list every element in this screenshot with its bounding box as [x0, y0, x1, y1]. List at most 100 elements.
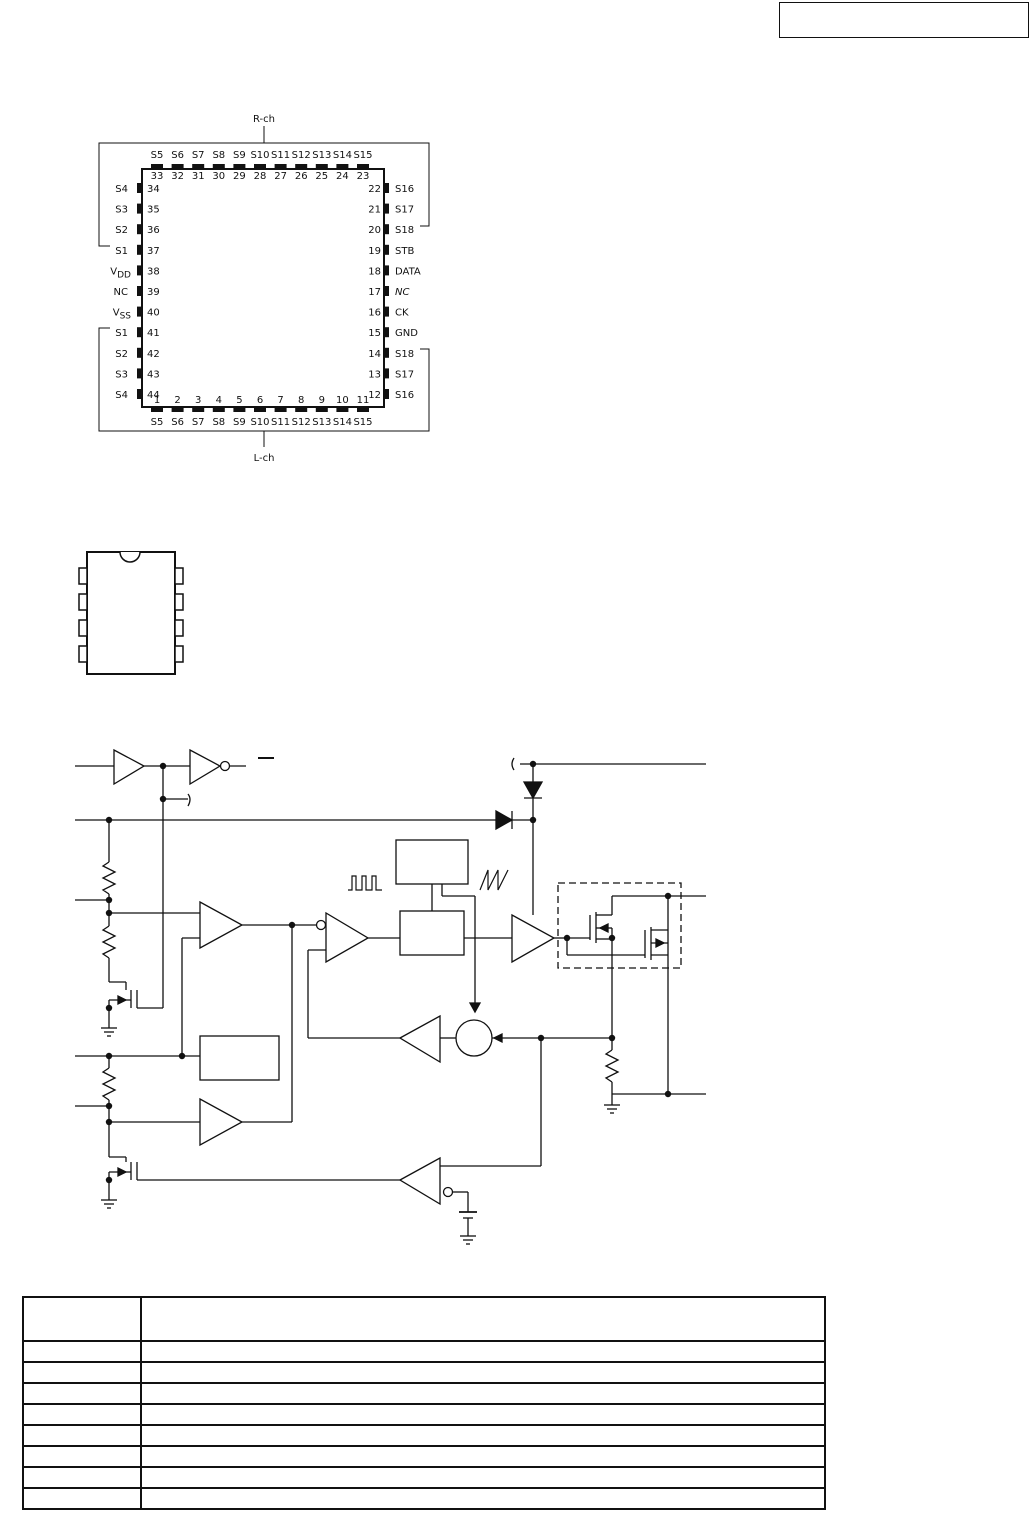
- left-pin-number: 34: [147, 184, 160, 195]
- right-pin-name: S16: [395, 184, 414, 195]
- table-row: [22, 1403, 826, 1426]
- right-pin-name: STB: [395, 246, 414, 257]
- table-row: [22, 1361, 826, 1384]
- right-pin-pad: [384, 306, 389, 317]
- left-pin-pad: [137, 183, 142, 193]
- left-pin-name: VSS: [113, 308, 132, 322]
- top-pin-name: S7: [192, 150, 205, 161]
- bottom-pin-number: 3: [195, 395, 201, 406]
- header-pin-no: [22, 1296, 142, 1342]
- feedback-amplifier: [398, 1014, 441, 1064]
- bottom-pin-name: S6: [171, 417, 184, 428]
- header-function: [140, 1296, 826, 1342]
- right-pin-pad: [384, 203, 389, 214]
- pin-function-cell: [140, 1361, 826, 1384]
- comparator-1: [199, 900, 244, 950]
- left-pin-name: S1: [115, 246, 128, 257]
- pin-function-cell: [140, 1340, 826, 1363]
- right-pin-number: 20: [368, 225, 381, 236]
- bottom-pin-pad: [336, 407, 349, 412]
- right-pin-pad: [384, 327, 389, 338]
- left-pin-pad: [137, 203, 142, 214]
- top-pin-pad: [151, 164, 163, 169]
- bottom-pin-name: S8: [212, 417, 225, 428]
- pin-number-cell: [22, 1340, 142, 1363]
- top-pin-name: S8: [212, 150, 225, 161]
- top-pin-name: S14: [333, 150, 352, 161]
- dip-left-pin: [78, 567, 88, 585]
- left-pin-pad: [137, 244, 142, 255]
- dip-left-pin: [78, 593, 88, 611]
- top-pin-pad: [192, 164, 205, 169]
- pin-number-cell: [22, 1361, 142, 1384]
- dip-right-pin: [174, 567, 184, 585]
- left-pin-number: 36: [147, 225, 160, 236]
- bottom-pin-pad: [274, 407, 287, 412]
- top-pin-pad: [315, 164, 328, 169]
- table-row: [22, 1382, 826, 1405]
- bottom-pin-pad: [192, 407, 205, 412]
- right-pin-number: 15: [368, 328, 381, 339]
- input-buffer-1: [113, 748, 146, 786]
- bottom-pin-name: S12: [292, 417, 311, 428]
- right-pin-number: 12: [368, 390, 381, 401]
- bottom-pin-name: S9: [233, 417, 246, 428]
- bottom-pin-pad: [171, 407, 184, 412]
- qfp-chip-body: [141, 168, 385, 408]
- bottom-pin-name: S15: [353, 417, 372, 428]
- right-pin-name: GND: [395, 328, 418, 339]
- bottom-pin-pad: [357, 407, 369, 412]
- top-pin-number: 24: [336, 171, 349, 182]
- pin-number-cell: [22, 1466, 142, 1489]
- dip-chip-outline: [78, 551, 184, 675]
- left-pin-pad: [137, 368, 142, 379]
- left-pin-pad: [137, 347, 142, 358]
- pin-number-cell: [22, 1445, 142, 1468]
- pin-function-cell: [140, 1403, 826, 1426]
- top-pin-pad: [295, 164, 308, 169]
- right-pin-pad: [384, 265, 389, 276]
- qfp-chip-pinout: R-ch L-ch S5331S5S6322S6S7313S7S8304S8S9…: [98, 114, 430, 464]
- bottom-pin-name: S13: [312, 417, 331, 428]
- bottom-pin-number: 7: [277, 395, 283, 406]
- top-pin-number: 29: [233, 171, 246, 182]
- right-pin-number: 14: [368, 349, 381, 360]
- pin-description-table: [22, 1296, 826, 1510]
- top-pin-pad: [171, 164, 184, 169]
- bottom-pin-name: S11: [271, 417, 290, 428]
- top-pin-name: S11: [271, 150, 290, 161]
- comparator-2: [199, 1097, 244, 1147]
- top-pin-number: 25: [315, 171, 328, 182]
- pin-function-cell: [140, 1382, 826, 1405]
- top-pin-name: S9: [233, 150, 246, 161]
- table-header-row: [22, 1296, 826, 1342]
- pin-number-cell: [22, 1487, 142, 1510]
- bottom-pin-name: S14: [333, 417, 352, 428]
- pin-function-cell: [140, 1424, 826, 1447]
- r-ch-label: R-ch: [253, 114, 275, 125]
- bottom-pin-number: 1: [154, 395, 160, 406]
- top-pin-name: S13: [312, 150, 331, 161]
- table-row: [22, 1340, 826, 1363]
- left-pin-name: S3: [115, 205, 128, 216]
- error-amplifier: [325, 911, 370, 964]
- right-pin-number: 19: [368, 246, 381, 257]
- top-pin-number: 28: [254, 171, 267, 182]
- right-pin-number: 13: [368, 369, 381, 380]
- top-pin-number: 31: [192, 171, 205, 182]
- right-pin-number: 16: [368, 308, 381, 319]
- bottom-pin-pad: [212, 407, 225, 412]
- left-pin-number: 40: [147, 308, 160, 319]
- top-pin-pad: [274, 164, 287, 169]
- top-pin-pad: [336, 164, 349, 169]
- top-pin-name: S12: [292, 150, 311, 161]
- inverter-buffer: [189, 748, 222, 786]
- bottom-pin-number: 5: [236, 395, 242, 406]
- oscillator-block: [395, 839, 469, 885]
- left-pin-name: S4: [115, 184, 128, 195]
- right-pin-pad: [384, 244, 389, 255]
- right-pin-pad: [384, 389, 389, 399]
- bottom-pin-pad: [254, 407, 266, 412]
- right-pin-name: S18: [395, 349, 414, 360]
- output-stage-box: [557, 882, 682, 969]
